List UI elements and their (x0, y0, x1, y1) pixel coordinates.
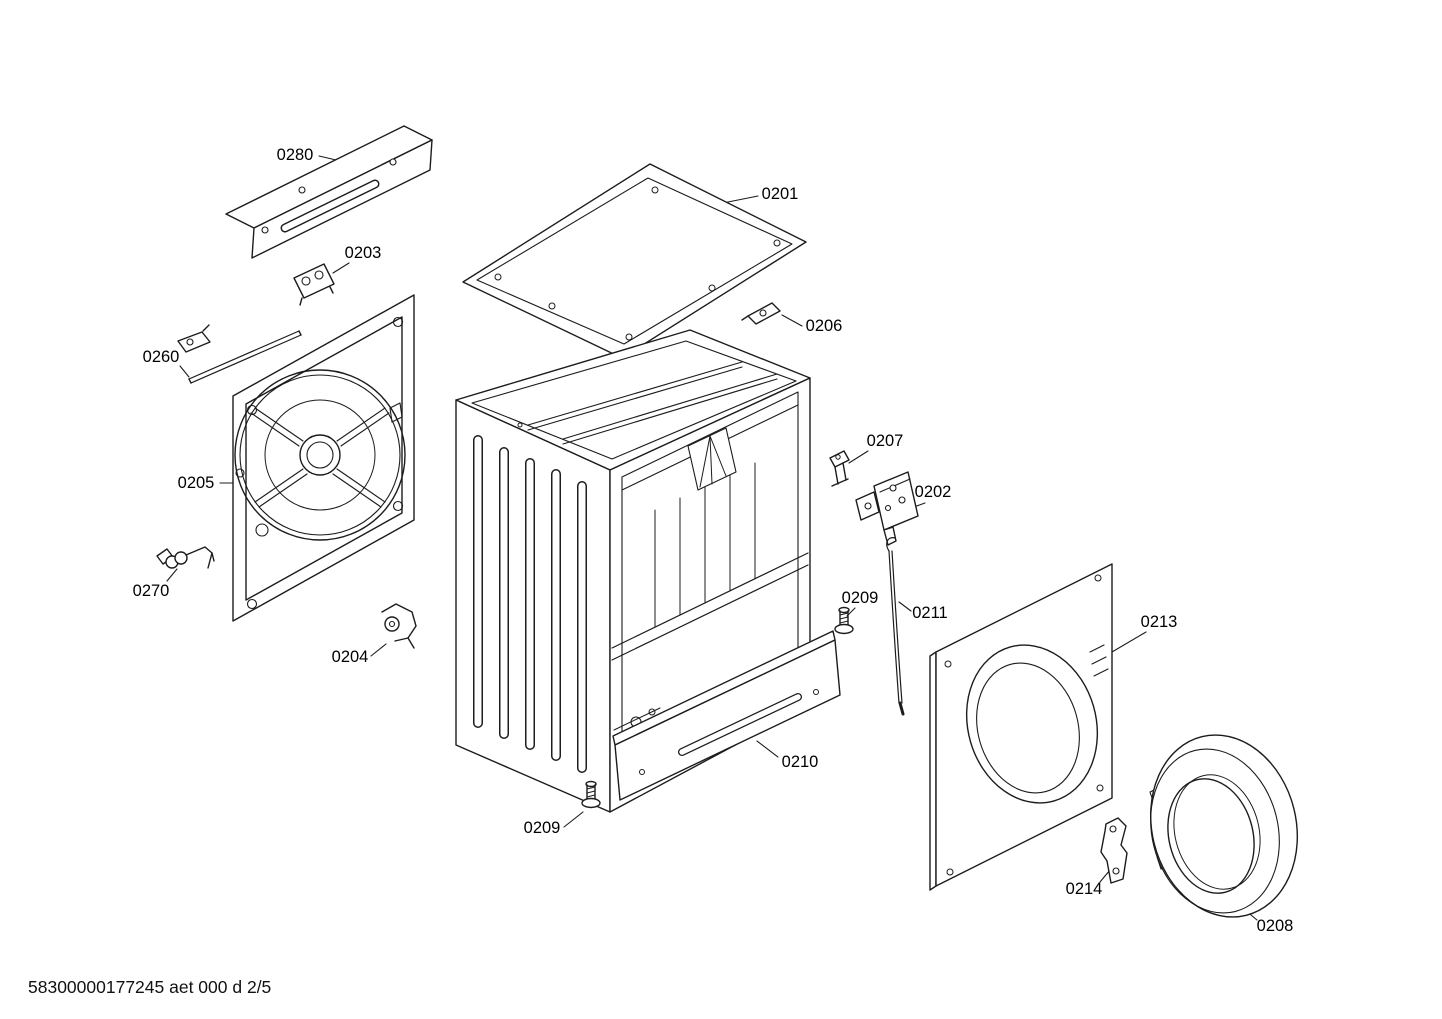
part-0203-bracket (293, 263, 335, 306)
part-0208-door-ring (1149, 734, 1299, 918)
part-label-0280: 0280 (277, 146, 314, 164)
part-label-0270: 0270 (133, 582, 170, 600)
part-label-0209-right: 0209 (842, 589, 879, 607)
part-label-0214: 0214 (1066, 880, 1103, 898)
part-0207-bracket (829, 450, 850, 487)
part-0204-hinge (381, 603, 417, 649)
part-0260-rod (177, 324, 302, 384)
part-0205-rear-panel (232, 294, 415, 622)
diagram-lines (156, 125, 1299, 921)
part-label-0203: 0203 (345, 244, 382, 262)
part-0209-foot-right (834, 606, 854, 635)
part-label-0204: 0204 (332, 648, 369, 666)
part-0270-hinge-spring (156, 546, 215, 569)
part-0206-latch (741, 302, 781, 325)
part-label-0206: 0206 (806, 317, 843, 335)
part-labels: 0280 0203 0260 0205 0270 0204 0201 0206 … (133, 146, 1294, 935)
part-label-0207: 0207 (867, 432, 904, 450)
part-0280-rear-crossmember (225, 125, 433, 259)
part-label-0201: 0201 (762, 185, 799, 203)
part-0213-front-panel (929, 563, 1113, 891)
part-label-0260: 0260 (143, 348, 180, 366)
part-label-0209-left: 0209 (524, 819, 561, 837)
document-number: 58300000177245 aet 000 d 2/5 (28, 977, 271, 997)
part-0210-toe-panel (612, 630, 841, 801)
part-label-0213: 0213 (1141, 613, 1178, 631)
part-label-0210: 0210 (782, 753, 819, 771)
part-label-0202: 0202 (915, 483, 952, 501)
cabinet-body (455, 329, 811, 813)
part-0201-top-lid (462, 163, 807, 359)
part-label-0211: 0211 (912, 604, 947, 622)
part-0202-door-lock (855, 471, 919, 546)
part-0209-foot-left (581, 780, 601, 809)
part-0211-rod (886, 537, 905, 716)
part-0214-door-hinge (1100, 817, 1128, 884)
part-label-0205: 0205 (178, 474, 215, 492)
part-label-0208: 0208 (1257, 917, 1294, 935)
